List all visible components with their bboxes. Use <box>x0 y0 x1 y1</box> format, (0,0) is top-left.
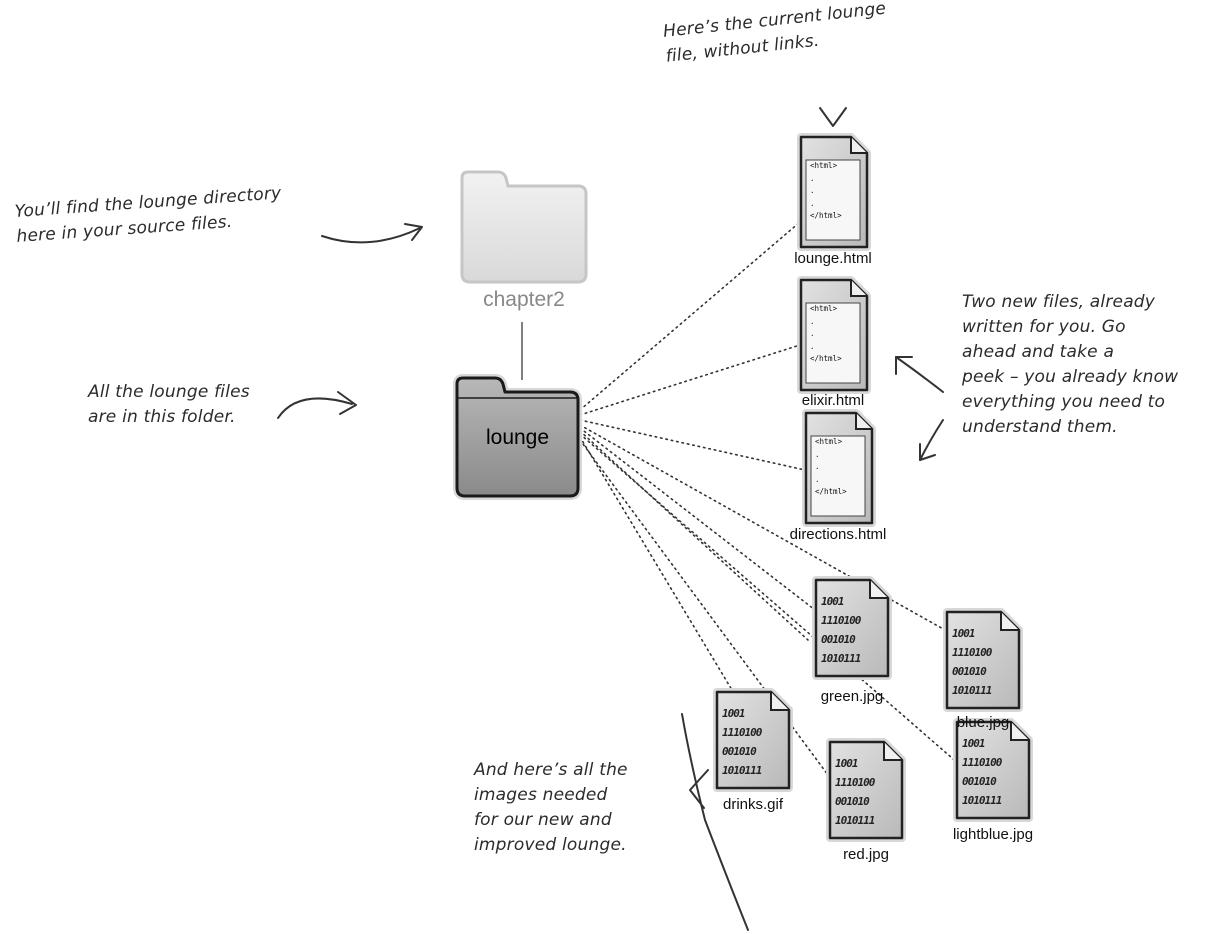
red-jpg-binary: 1001 1110100 001010 1010111 <box>835 754 897 830</box>
code-line: <html> <box>815 437 843 446</box>
elixir-html-code: <html>... </html> <box>810 303 860 366</box>
connector-lightblue-jpg <box>579 433 961 766</box>
drinks-gif-binary: 1001 1110100 001010 1010111 <box>722 704 784 780</box>
red-jpg-label: red.jpg <box>843 846 889 863</box>
binary-line: 1110100 <box>722 726 762 739</box>
elixir-html-label: elixir.html <box>801 392 865 409</box>
connector-elixir-html <box>579 344 801 416</box>
code-line: </html> <box>810 211 842 220</box>
code-line: </html> <box>815 487 847 496</box>
bracket-point-icon <box>689 769 709 809</box>
arrowhead-icon <box>895 356 913 375</box>
annotation-arrows <box>277 107 944 931</box>
binary-line: 1001 <box>821 595 845 608</box>
code-line: . <box>815 449 820 459</box>
code-line: . <box>810 329 815 338</box>
binary-line: 1001 <box>962 737 986 750</box>
code-line: . <box>815 462 820 471</box>
connector-drinks-gif <box>579 436 739 701</box>
code-line: . <box>815 474 820 484</box>
arrowhead-icon <box>337 391 357 415</box>
arrowhead-icon <box>404 223 423 241</box>
code-line: <html> <box>810 161 838 170</box>
connector-blue-jpg <box>579 424 946 631</box>
code-line: </html> <box>810 354 842 363</box>
arrow-to-elixir-icon <box>895 356 944 393</box>
binary-line: 1001 <box>952 627 976 640</box>
blue-jpg-label: blue.jpg <box>956 714 1010 731</box>
note-images-needed: And here’s all the images needed for our… <box>474 760 628 855</box>
binary-line: 001010 <box>952 665 987 678</box>
note-two-new-files: Two new files, already written for you. … <box>962 292 1179 437</box>
binary-line: 001010 <box>835 795 870 808</box>
connector-green-jpg-2 <box>579 430 809 641</box>
binary-line: 1010111 <box>722 764 762 777</box>
code-line: . <box>810 173 815 183</box>
green-jpg-label: green.jpg <box>820 688 884 705</box>
binary-line: 1010111 <box>962 794 1002 807</box>
chapter2-folder-label: chapter2 <box>483 288 565 311</box>
arrow-down-icon <box>819 107 847 127</box>
binary-line: 1110100 <box>952 646 992 659</box>
binary-line: 001010 <box>821 633 856 646</box>
bracket-curve-icon <box>681 713 749 931</box>
binary-line: 1010111 <box>821 652 861 665</box>
binary-line: 001010 <box>962 775 997 788</box>
drinks-gif-label: drinks.gif <box>722 796 784 813</box>
connector-lounge-html <box>579 221 801 411</box>
lounge-html-label: lounge.html <box>794 250 872 267</box>
binary-line: 1001 <box>722 707 746 720</box>
arrow-to-directions-icon <box>919 419 944 461</box>
blue-jpg-binary: 1001 1110100 001010 1010111 <box>952 624 1014 700</box>
binary-line: 1110100 <box>962 756 1002 769</box>
binary-line: 001010 <box>722 745 757 758</box>
code-line: . <box>810 198 815 208</box>
code-line: <html> <box>810 304 838 313</box>
arrow-to-chapter2-icon <box>321 227 421 244</box>
connector-directions-html <box>579 419 806 471</box>
directions-html-code: <html>... </html> <box>815 436 865 499</box>
directions-html-label: directions.html <box>789 526 887 543</box>
chapter2-folder-icon <box>460 170 588 284</box>
binary-line: 1001 <box>835 757 859 770</box>
binary-line: 1010111 <box>952 684 992 697</box>
arrow-to-lounge-icon <box>277 397 353 419</box>
lightblue-jpg-binary: 1001 1110100 001010 1010111 <box>962 734 1024 810</box>
green-jpg-binary: 1001 1110100 001010 1010111 <box>821 592 883 668</box>
binary-line: 1110100 <box>835 776 875 789</box>
binary-line: 1110100 <box>821 614 861 627</box>
binary-line: 1010111 <box>835 814 875 827</box>
arrowhead-icon <box>919 443 936 461</box>
lounge-folder-icon <box>453 374 582 500</box>
lightblue-jpg-label: lightblue.jpg <box>952 826 1034 843</box>
note-all-lounge-files: All the lounge files are in this folder. <box>88 382 250 427</box>
code-line: . <box>810 186 815 195</box>
lounge-html-code: <html>... </html> <box>810 160 860 223</box>
connector-green-jpg <box>579 427 816 611</box>
lounge-folder-label: lounge <box>485 426 550 449</box>
code-line: . <box>810 341 815 351</box>
code-line: . <box>810 316 815 326</box>
